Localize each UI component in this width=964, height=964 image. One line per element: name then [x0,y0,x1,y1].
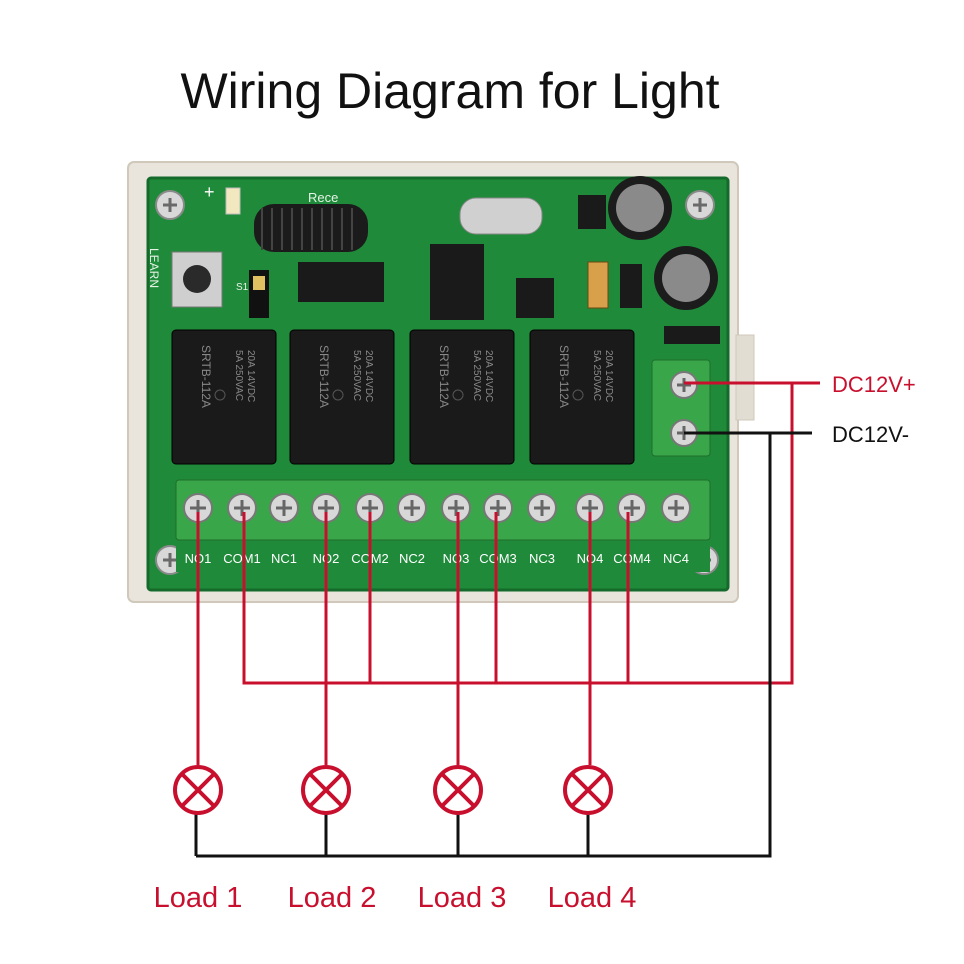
capacitor-c4 [608,176,672,240]
terminal-label-no3: NO3 [443,551,470,566]
ic-u2 [298,262,384,302]
terminal-label-strip [176,542,710,572]
terminal-screw [269,493,299,523]
relay-rating-ac: 5A 250VAC [471,350,482,401]
learn-label: LEARN [147,248,161,288]
relay-rating-ac: 5A 250VAC [591,350,602,401]
lamp-1 [173,765,223,815]
terminal-label-nc3: NC3 [529,551,555,566]
capacitor-c2 [654,246,718,310]
load-label-1: Load 1 [154,882,243,914]
dc-minus-label: DC12V- [832,422,909,447]
terminal-screw [397,493,427,523]
load-label-3: Load 3 [418,882,507,914]
terminal-screw-group [183,493,691,523]
learn-button [171,251,223,308]
relay-model: SRTB-112A [317,345,331,408]
lamp-group [173,765,613,815]
terminal-screw [355,493,385,523]
relay-model: SRTB-112A [437,345,451,408]
relay-rating-dc: 20A 14VDC [245,350,256,402]
terminal-screw [617,493,647,523]
enclosure-side-tab [735,334,755,421]
plus-mark: + [204,182,215,202]
ic-u1 [430,244,484,320]
relay-model: SRTB-112A [557,345,571,408]
relay-rating-ac: 5A 250VAC [233,350,244,401]
terminal-label-nc1: NC1 [271,551,297,566]
terminal-screw [661,493,691,523]
antenna-coil [254,204,368,252]
dc-plus-label: DC12V+ [832,372,916,397]
terminal-screw [527,493,557,523]
terminal-label-com1: COM1 [223,551,261,566]
wire-return [196,433,772,858]
terminal-label-com4: COM4 [613,551,651,566]
regulator-l1 [578,195,606,229]
terminal-screw-plus [670,371,698,399]
mounting-screw [685,190,715,220]
relay-rating-dc: 20A 14VDC [603,350,614,402]
jumper-s1 [249,270,269,318]
relay-rating-ac: 5A 250VAC [351,350,362,401]
live-wires [196,381,820,765]
lamp-3 [433,765,483,815]
page-title: Wiring Diagram for Light [180,63,720,119]
terminal-screw [483,493,513,523]
load-label-4: Load 4 [548,882,637,914]
relay-model: SRTB-112A [199,345,213,408]
led-d1 [225,187,241,215]
terminal-label-nc4: NC4 [663,551,689,566]
mounting-screw [155,190,185,220]
diode-d2 [664,326,720,344]
component-c23 [587,261,609,309]
ic-small [516,278,554,318]
receiver-label: Rece [308,190,338,205]
terminal-label-com3: COM3 [479,551,517,566]
lamp-4 [563,765,613,815]
s1-label: S1 [236,282,249,293]
crystal [459,197,543,235]
terminal-label-nc2: NC2 [399,551,425,566]
component-r5 [620,264,642,308]
terminal-screw [441,493,471,523]
lamp-2 [301,765,351,815]
wire-com-bus [242,381,794,685]
neutral-wires [194,431,812,858]
relay-rating-dc: 20A 14VDC [483,350,494,402]
load-label-2: Load 2 [288,882,377,914]
terminal-screw [227,493,257,523]
relay-rating-dc: 20A 14VDC [363,350,374,402]
